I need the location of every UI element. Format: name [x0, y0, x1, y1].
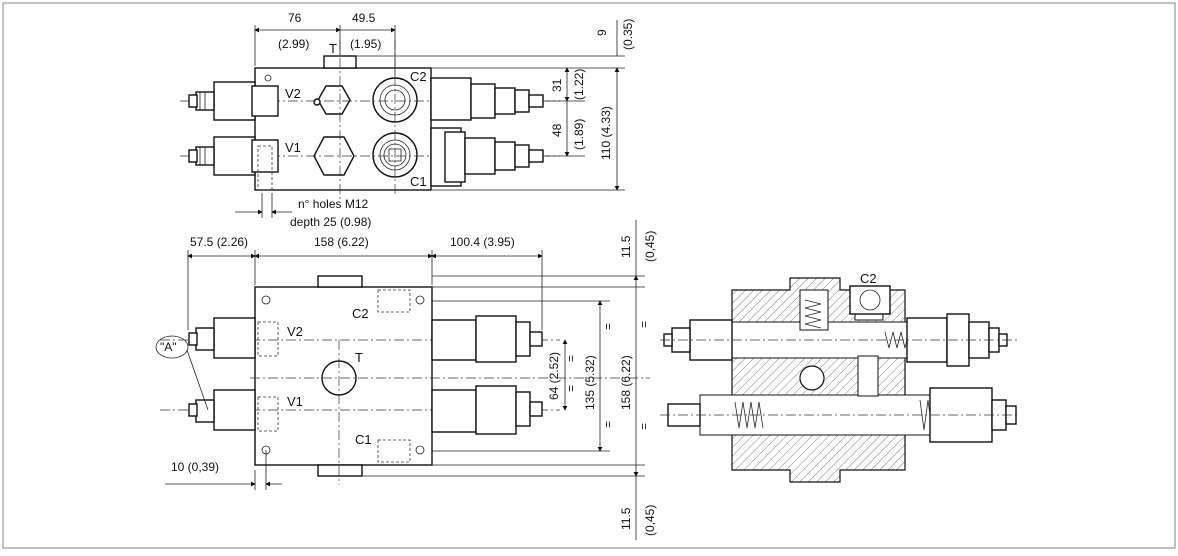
dim-135: 135 (5.32)	[583, 355, 597, 410]
eq-1: =	[564, 355, 578, 362]
top-valve-c2	[430, 77, 472, 121]
detail-a-callout	[155, 335, 189, 359]
dim-31: 31	[550, 78, 564, 92]
dim-64: 64 (2.52)	[547, 352, 561, 400]
holes-note-line2: depth 25 (0.98)	[290, 215, 371, 229]
eq-3: =	[601, 323, 615, 330]
dim-11-5-top: 11.5	[619, 235, 633, 258]
top-plug-upper	[317, 85, 351, 115]
front-v1-fitting	[213, 389, 256, 431]
top-label-t: T	[329, 41, 337, 56]
front-label-v1: V1	[287, 394, 303, 409]
dim-2-99: (2.99)	[278, 37, 309, 51]
detail-a-label: "A"	[160, 340, 177, 354]
top-label-c1: C1	[410, 174, 427, 189]
front-label-v2: V2	[287, 324, 303, 339]
dim-48: 48	[550, 123, 564, 137]
front-label-c1: C1	[355, 432, 372, 447]
dim-100-4: 100.4 (3.95)	[450, 235, 515, 249]
dim-0-45-top: (0,45)	[643, 231, 657, 262]
top-view: T C2 C1 V2 V1 76 (2.99) 49.5 (1.95) 9 (0…	[180, 11, 635, 229]
dim-0-35: (0.35)	[621, 19, 635, 50]
eq-4: =	[601, 421, 615, 428]
top-label-v2: V2	[285, 86, 301, 101]
section-label-c2: C2	[860, 271, 877, 286]
eq-2: =	[564, 385, 578, 392]
dim-49-5: 49.5	[352, 11, 376, 25]
dim-76: 76	[288, 11, 302, 25]
dim-1-95: (1.95)	[350, 37, 381, 51]
front-valve-upper	[431, 319, 477, 361]
front-valve-lower	[431, 389, 477, 433]
dim-110: 110 (4.33)	[599, 106, 613, 160]
holes-note-line1: n° holes M12	[298, 197, 368, 211]
top-v2-fitting	[213, 81, 256, 121]
dim-10: 10 (0,39)	[171, 460, 219, 474]
eq-5: =	[637, 321, 651, 328]
top-label-v1: V1	[285, 140, 301, 155]
eq-6: =	[637, 423, 651, 430]
dim-57-5: 57.5 (2.26)	[190, 235, 248, 249]
front-v2-fitting	[213, 317, 256, 359]
top-label-c2: C2	[410, 69, 427, 84]
front-label-t: T	[355, 350, 363, 365]
dim-0-45-bot: (0,45)	[643, 505, 657, 536]
dim-11-5-bot: 11.5	[619, 507, 633, 530]
front-view: C2 C1 V2 V1 T "A" 57.5 (2.26) 158 (6.22)…	[155, 220, 657, 540]
dim-158: 158 (6.22)	[314, 235, 369, 249]
dim-1-89: (1.89)	[572, 119, 586, 150]
front-label-c2: C2	[352, 306, 369, 321]
dim-1-22: (1.22)	[572, 69, 586, 100]
dim-9: 9	[595, 29, 609, 36]
section-view: C2	[660, 271, 1020, 483]
dim-158-v: 158 (6.22)	[619, 355, 633, 410]
top-v1-fitting	[213, 136, 256, 176]
